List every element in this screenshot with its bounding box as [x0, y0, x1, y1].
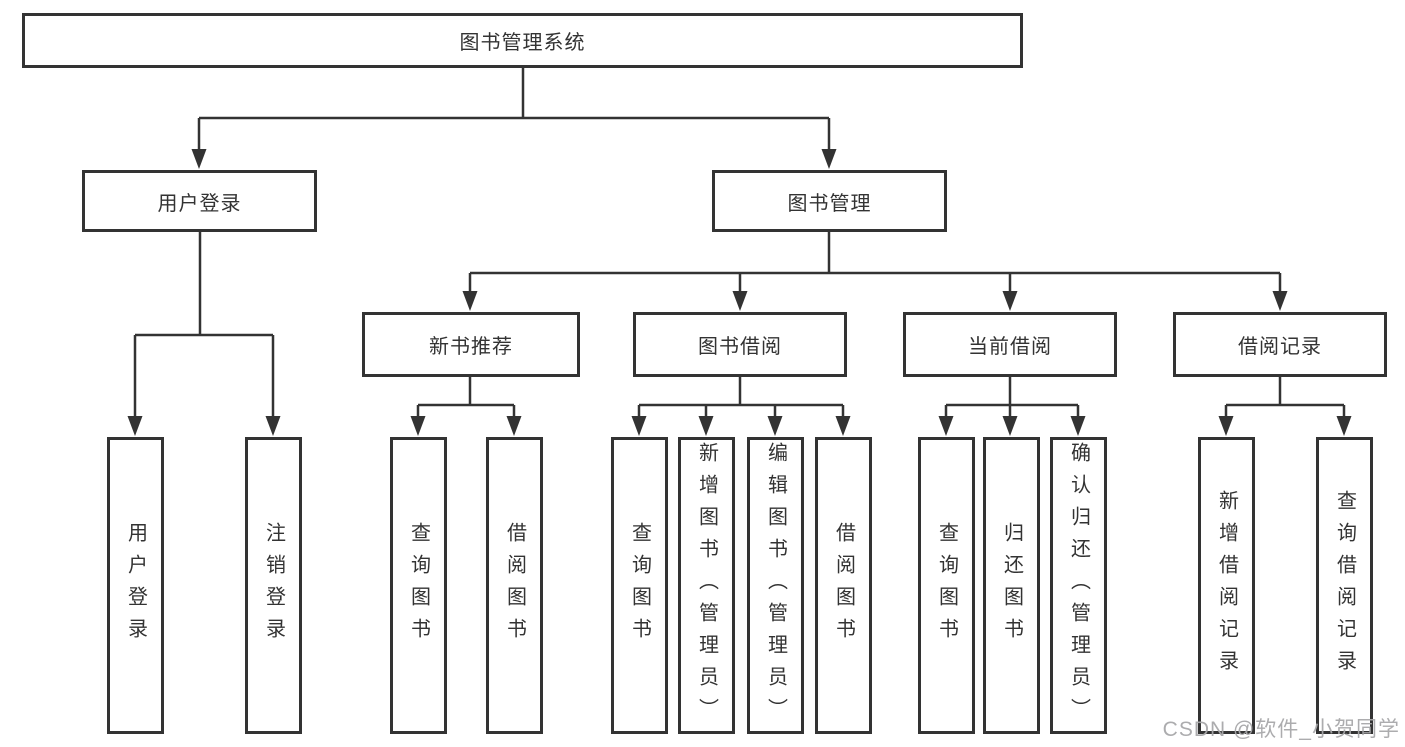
node-label: 用户登录: [124, 521, 147, 650]
node-label: 新增图书（管理员）: [695, 441, 718, 730]
arrowheads: [127, 149, 1352, 436]
node-book-management: 图书管理: [712, 170, 947, 232]
node-library-system: 图书管理系统: [22, 13, 1023, 68]
node-current-borrow: 当前借阅: [903, 312, 1117, 377]
node-query-books-current: 查询图书: [918, 437, 975, 734]
node-logout-leaf: 注销登录: [245, 437, 302, 734]
node-label: 借阅记录: [1238, 336, 1322, 358]
node-label: 归还图书: [1000, 521, 1023, 650]
node-label: 图书管理: [787, 192, 872, 215]
node-user-login: 用户登录: [82, 170, 317, 232]
node-borrow-books-leaf: 借阅图书: [815, 437, 872, 734]
node-label: 新增借阅记录: [1215, 489, 1238, 682]
node-book-borrow: 图书借阅: [633, 312, 847, 377]
node-label: 注销登录: [262, 521, 285, 650]
connector-edges: [133, 68, 1346, 418]
node-query-borrow-record: 查询借阅记录: [1316, 437, 1373, 734]
node-query-books-recommend: 查询图书: [390, 437, 447, 734]
node-label: 确认归还（管理员）: [1067, 441, 1090, 730]
node-add-borrow-record: 新增借阅记录: [1198, 437, 1255, 734]
node-user-login-leaf: 用户登录: [107, 437, 164, 734]
node-query-books-borrow: 查询图书: [611, 437, 668, 734]
node-borrow-books-recommend: 借阅图书: [486, 437, 543, 734]
csdn-watermark: CSDN @软件_小贺同学: [1162, 718, 1400, 741]
node-label: 新书推荐: [429, 336, 513, 358]
node-borrow-records: 借阅记录: [1173, 312, 1387, 377]
node-return-book: 归还图书: [983, 437, 1040, 734]
node-label: 查询图书: [407, 521, 430, 650]
node-label: 当前借阅: [968, 336, 1052, 358]
node-label: 借阅图书: [832, 521, 855, 650]
node-new-book-recommend: 新书推荐: [362, 312, 580, 377]
node-label: 查询图书: [935, 521, 958, 650]
node-add-book-admin: 新增图书（管理员）: [678, 437, 735, 734]
node-label: 图书管理系统: [459, 32, 586, 54]
node-confirm-return-admin: 确认归还（管理员）: [1050, 437, 1107, 734]
node-edit-book-admin: 编辑图书（管理员）: [747, 437, 804, 734]
node-label: 用户登录: [157, 192, 242, 215]
node-label: 图书借阅: [698, 336, 782, 358]
node-label: 编辑图书（管理员）: [764, 441, 787, 730]
node-label: 查询借阅记录: [1333, 489, 1356, 682]
node-label: 查询图书: [628, 521, 651, 650]
node-label: 借阅图书: [503, 521, 526, 650]
